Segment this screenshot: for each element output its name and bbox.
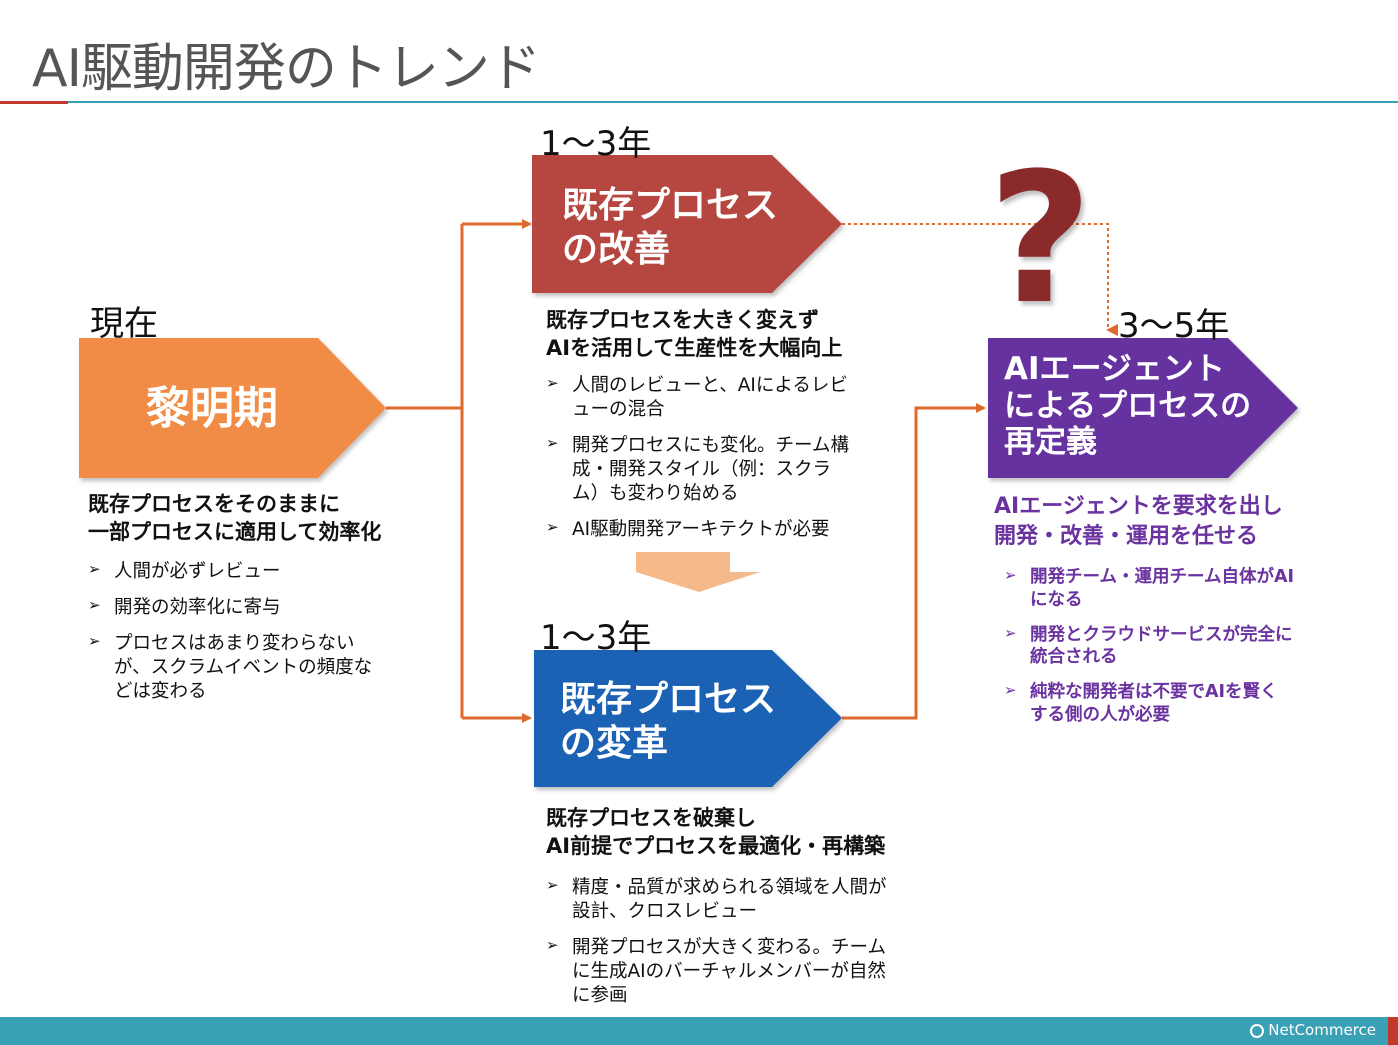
footer-accent [1388,1017,1398,1045]
list-item: ➢開発チーム・運用チーム自体がAIになる [1004,566,1295,610]
dotted-connector-improve-to-redefine [842,223,1118,336]
redefine-label-line1: AIエージェント [1004,351,1225,387]
current-chevron [79,338,386,478]
improve-heading-line1: 既存プロセスを大きく変えず [546,308,819,332]
transform-label-line2: の変革 [560,722,669,764]
company-logo: NetCommerce [1250,1021,1376,1039]
page-title: AI駆動開発のトレンド [32,39,541,99]
redefine-heading: AIエージェントを要求を出し 開発・改善・運用を任せる [994,492,1283,551]
transform-heading-line1: 既存プロセスを破棄し [546,806,756,830]
list-item: ➢精度・品質が求められる領域を人間が設計、クロスレビュー [546,876,887,923]
current-stage-label: 現在 [90,304,158,344]
redefine-heading-line2: 開発・改善・運用を任せる [994,523,1259,549]
bullet-arrow-icon: ➢ [546,434,559,453]
current-heading: 既存プロセスをそのままに 一部プロセスに適用して効率化 [88,490,381,547]
redefine-heading-line1: AIエージェントを要求を出し [994,494,1283,519]
transform-chevron [534,650,842,787]
bullet-arrow-icon: ➢ [88,560,101,578]
improve-label-line2: の改善 [562,228,671,270]
current-heading-line2: 一部プロセスに適用して効率化 [88,520,382,545]
footer-bar [0,1017,1388,1045]
current-heading-line1: 既存プロセスをそのままに [88,492,340,516]
list-item: ➢開発プロセスにも変化。チーム構成・開発スタイル（例：スクラム）も変わり始める [546,434,849,505]
improve-stage-label: 1～3年 [540,124,652,164]
title-rule-accent [0,101,68,104]
down-arrow-icon [636,552,760,592]
improve-heading-line2: AIを活用して生産性を大幅向上 [546,336,843,361]
transform-heading: 既存プロセスを破棄し AI前提でプロセスを最適化・再構築 [546,804,885,861]
logo-icon [1250,1024,1265,1038]
bullet-arrow-icon: ➢ [1004,566,1017,584]
current-bullets: ➢人間が必ずレビュー ➢開発の効率化に寄与 ➢プロセスはあまり変わらないが、スク… [88,560,388,716]
title-rule [68,101,1398,103]
transform-stage-label: 1～3年 [540,618,652,658]
bullet-arrow-icon: ➢ [88,632,101,651]
list-item: ➢AI駆動開発アーキテクトが必要 [546,518,830,541]
bullet-arrow-icon: ➢ [1004,681,1017,699]
logo-text: NetCommerce [1268,1021,1376,1039]
bullet-arrow-icon: ➢ [546,936,559,955]
list-item: ➢開発の効率化に寄与 [88,596,281,619]
list-item: ➢開発プロセスが大きく変わる。チームに生成AIのバーチャルメンバーが自然に参画 [546,936,886,1007]
transform-label: 既存プロセス の変革 [560,678,776,766]
redefine-label-line2: によるプロセスの [1004,387,1252,424]
bullet-arrow-icon: ➢ [546,518,559,537]
bullet-arrow-icon: ➢ [546,876,559,894]
improve-bullets: ➢人間のレビューと、AIによるレビューの混合 ➢開発プロセスにも変化。チーム構成… [546,374,850,554]
transform-heading-line2: AI前提でプロセスを最適化・再構築 [546,834,886,859]
redefine-stage-label: 3～5年 [1118,306,1230,346]
transform-bullets: ➢精度・品質が求められる領域を人間が設計、クロスレビュー ➢開発プロセスが大きく… [546,876,890,1020]
bullet-arrow-icon: ➢ [88,596,101,615]
improve-label-line1: 既存プロセス [562,185,779,226]
question-mark-icon: ? [988,135,1093,344]
list-item: ➢開発とクラウドサービスが完全に統合される [1004,623,1293,668]
improve-chevron [532,155,842,293]
connectors [386,219,986,723]
transform-label-line1: 既存プロセス [560,679,777,720]
bullet-arrow-icon: ➢ [546,374,559,392]
list-item: ➢プロセスはあまり変わらないが、スクラムイベントの頻度などは変わる [88,632,373,703]
redefine-bullets: ➢開発チーム・運用チーム自体がAIになる ➢開発とクラウドサービスが完全に統合さ… [1004,566,1294,739]
redefine-label-line3: 再定義 [1004,424,1097,461]
redefine-chevron [988,338,1298,478]
improve-heading: 既存プロセスを大きく変えず AIを活用して生産性を大幅向上 [546,306,842,363]
connector-transform-to-redefine [842,403,986,720]
list-item: ➢純粋な開発者は不要でAIを賢くする側の人が必要 [1004,681,1278,725]
current-label: 黎明期 [146,383,278,434]
bullet-arrow-icon: ➢ [1004,623,1017,642]
list-item: ➢人間が必ずレビュー [88,560,281,582]
improve-label: 既存プロセス の改善 [562,184,778,272]
redefine-label: AIエージェント によるプロセスの 再定義 [1004,351,1251,461]
list-item: ➢人間のレビューと、AIによるレビューの混合 [546,374,848,421]
